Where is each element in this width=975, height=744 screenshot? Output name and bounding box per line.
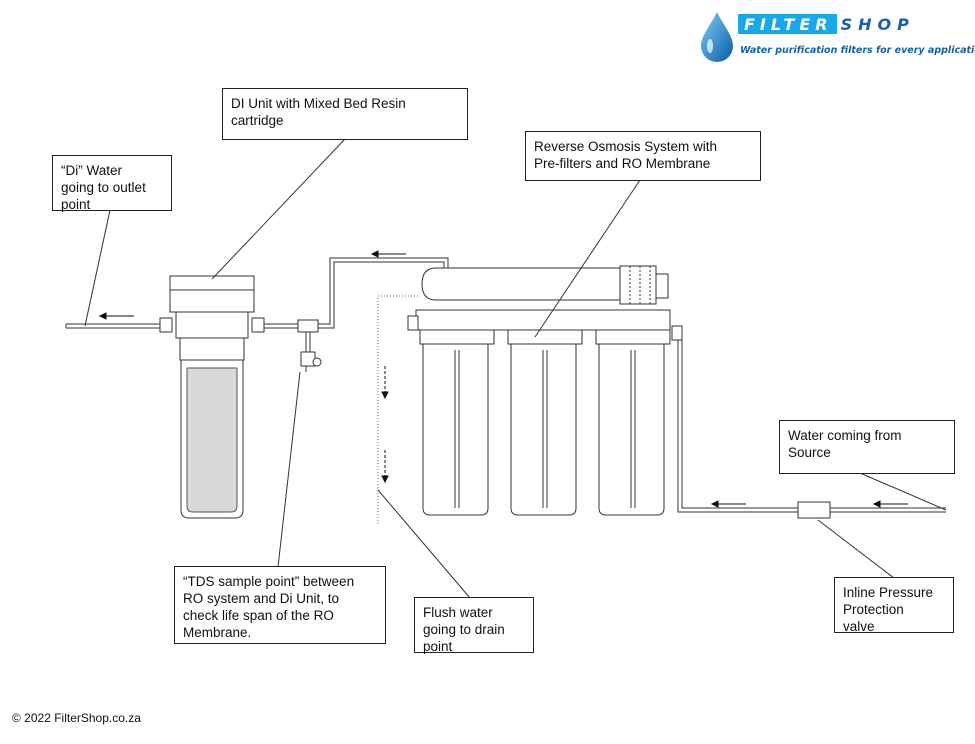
- callout-di-water: “Di” Water going to outlet point: [52, 155, 172, 212]
- ro-system: [407, 265, 683, 516]
- leader-lines: [84, 138, 947, 599]
- brand-logo: FILTER SHOP Water purification filters f…: [698, 8, 975, 66]
- callout-inline-valve: Inline Pressure Protection valve: [834, 577, 954, 634]
- di-unit: [159, 275, 265, 519]
- brand-name: FILTER SHOP: [738, 14, 919, 34]
- drain-line: [377, 295, 418, 524]
- tds-sample-tee: [297, 319, 322, 372]
- copyright-footer: © 2022 FilterShop.co.za: [12, 711, 141, 725]
- callout-ro-system: Reverse Osmosis System with Pre-filters …: [525, 131, 761, 181]
- water-drop-icon: [701, 12, 733, 62]
- brand-name-part1: FILTER: [738, 14, 837, 34]
- brand-name-part2: SHOP: [840, 15, 915, 34]
- callout-water-source: Water coming from Source: [779, 420, 955, 474]
- di-to-ro-pipe: [262, 257, 449, 329]
- callout-flush-water: Flush water going to drain point: [414, 597, 534, 654]
- callout-di-unit: DI Unit with Mixed Bed Resin cartridge: [222, 88, 468, 140]
- brand-tagline: Water purification filters for every app…: [740, 45, 975, 56]
- inlet-pipe: [677, 340, 946, 519]
- callout-tds-sample: “TDS sample point” between RO system and…: [174, 566, 386, 644]
